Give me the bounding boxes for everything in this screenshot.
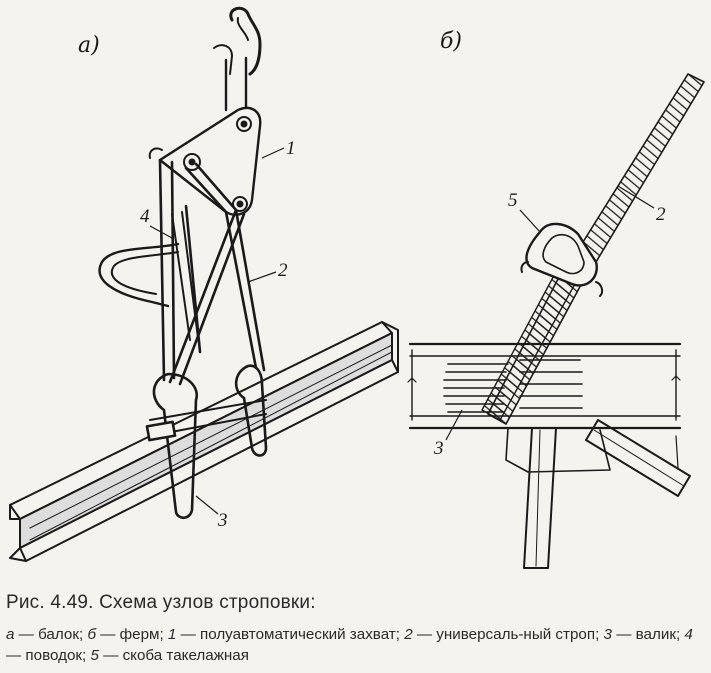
rigging-shackle [520, 222, 604, 297]
panel-b-label: б) [440, 29, 462, 54]
label-b-3: 3 [433, 438, 444, 459]
label-a-1: 1 [286, 138, 296, 159]
label-a-2: 2 [278, 260, 288, 281]
legend-text-3: — валик; [612, 626, 685, 643]
label-a-3: 3 [217, 510, 228, 531]
legend-text-5: — скоба такелажная [98, 647, 249, 664]
caption-title: Рис. 4.49. Схема узлов строповки: [6, 592, 316, 613]
legend-key-2: 2 [404, 626, 413, 643]
truss-members [505, 419, 691, 569]
roller-stack [443, 359, 583, 413]
sling-loops [158, 158, 266, 386]
legend-key-a: а [6, 626, 15, 643]
gripper-plate [148, 106, 262, 216]
legend-key-1: 1 [167, 626, 177, 643]
label-b-5: 5 [508, 190, 518, 211]
legend-text-4: — поводок; [6, 647, 91, 664]
legend-text-2: — универсаль-ный строп; [412, 626, 604, 643]
legend-key-5: 5 [90, 647, 99, 664]
panel-b-drawing [407, 73, 705, 569]
legend-key-4: 4 [684, 626, 693, 643]
legend-key-b: б [87, 626, 96, 643]
label-b-2: 2 [656, 204, 666, 225]
legend-text-a: — балок; [14, 626, 88, 643]
universal-sling-b [481, 73, 705, 425]
legend-text-1: — полуавтоматический захват; [176, 626, 405, 643]
truss-chord [407, 342, 682, 430]
legend-text-b: — ферм; [96, 626, 168, 643]
caption-legend: а — балок; б — ферм; 1 — полуавтоматичес… [6, 624, 708, 666]
lower-loops [145, 364, 268, 520]
panel-a-drawing [9, 6, 399, 562]
legend-key-3: 3 [603, 626, 612, 643]
leash-handle [98, 211, 199, 341]
i-beam [9, 321, 399, 562]
hook [213, 6, 262, 114]
label-a-4: 4 [140, 206, 150, 227]
panel-a-label: а) [78, 33, 100, 58]
slinging-diagram: а) 1 2 4 3 [9, 6, 705, 569]
